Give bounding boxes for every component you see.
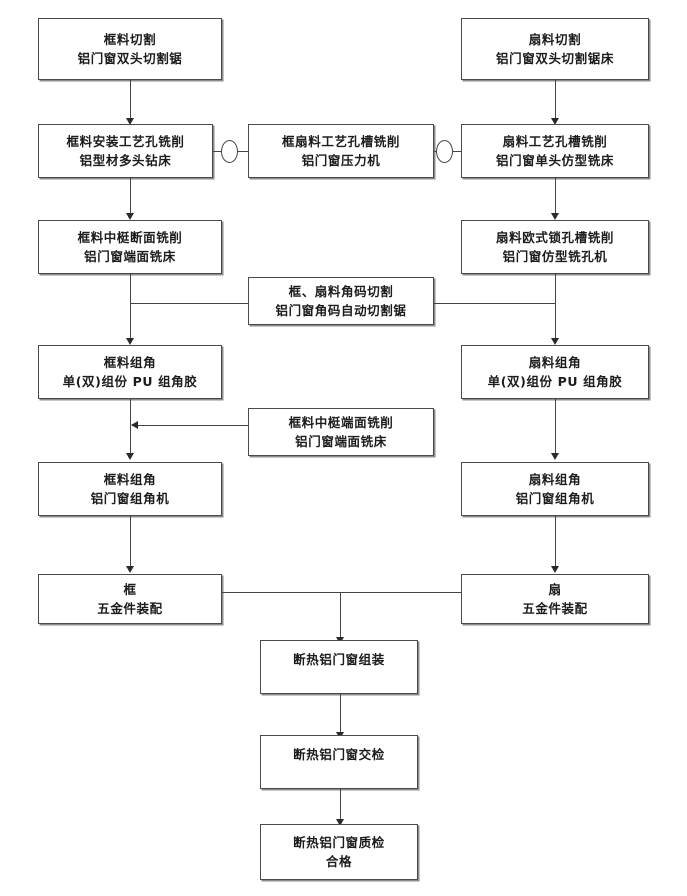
node-sash-hardware[interactable]: 扇 五金件装配 [461, 574, 649, 624]
node-line-2: 铝门窗组角机 [90, 491, 170, 506]
edge-hardware-merge-bus [222, 592, 461, 593]
node-line-1: 扇料组角 [528, 471, 582, 487]
edge-hole-slot-to-euro-lock [555, 178, 556, 216]
arrowhead-down [336, 819, 344, 826]
node-line-2: 铝门窗压力机 [301, 153, 381, 168]
node-line-1: 断热铝门窗交检 [293, 747, 385, 762]
node-line-2: 五金件装配 [522, 601, 588, 616]
node-line-1: 扇料欧式锁孔槽铣削 [496, 229, 614, 245]
node-frame-corner-machine[interactable]: 框料组角 铝门窗组角机 [38, 462, 222, 516]
edge-mullion-face-down [130, 274, 131, 304]
edge-mullion-end-mill-to-trunk [132, 425, 248, 426]
node-line-1: 框料切割 [103, 31, 157, 47]
node-line-2: 铝门窗仿型铣孔机 [502, 249, 608, 264]
node-line-1: 断热铝门窗质检 [293, 834, 385, 850]
node-frame-mullion-end-mill[interactable]: 框料中梃端面铣削 铝门窗端面铣床 [248, 408, 434, 456]
arrowhead-down [551, 453, 559, 460]
edge-bus-to-frame-corner-glue [130, 303, 131, 341]
node-line-1: 框料组角 [103, 354, 157, 370]
node-line-2: 铝门窗端面铣床 [84, 249, 176, 264]
node-sash-cut[interactable]: 扇料切割 铝门窗双头切割锯床 [461, 18, 649, 80]
right-circle-connector[interactable] [436, 140, 453, 163]
arrowhead-down [126, 338, 134, 345]
node-frame-corner-glue[interactable]: 框料组角 单(双)组份 PU 组角胶 [38, 345, 222, 399]
arrowhead-down [551, 338, 559, 345]
node-line-1: 扇料切割 [528, 31, 582, 47]
node-line-2: 铝门窗单头仿型铣床 [496, 153, 614, 168]
edge-sash-corner-glue-to-corner-machine [555, 399, 556, 456]
edge-assembly-hole-to-mullion-face [130, 178, 131, 216]
edge-merge-to-assembly [340, 592, 341, 640]
node-line-2: 铝门窗双头切割锯 [77, 51, 183, 66]
node-line-1: 框、扇料角码切割 [288, 283, 394, 299]
arrowhead-down [126, 213, 134, 220]
node-frame-cut[interactable]: 框料切割 铝门窗双头切割锯 [38, 18, 222, 80]
node-line-2: 铝门窗角码自动切割锯 [275, 303, 407, 318]
edge-inspection-to-quality-pass [340, 789, 341, 822]
node-inspection-handover[interactable]: 断热铝门窗交检 [260, 735, 418, 789]
edge-bus-right [434, 303, 556, 304]
node-line-2: 五金件装配 [97, 601, 163, 616]
node-line-2: 铝型材多头钻床 [79, 153, 172, 168]
arrowhead-down [126, 118, 134, 125]
node-line-1: 框料安装工艺孔铣削 [66, 133, 185, 149]
edge-sash-cut-to-hole-slot [555, 80, 556, 120]
node-line-1: 框料中梃端面铣削 [288, 414, 394, 430]
node-line-1: 框扇料工艺孔槽铣削 [282, 133, 400, 149]
node-assembly[interactable]: 断热铝门窗组装 [260, 640, 418, 694]
node-sash-hole-slot[interactable]: 扇料工艺孔槽铣削 铝门窗单头仿型铣床 [461, 124, 649, 178]
node-line-2: 单(双)组份 PU 组角胶 [62, 374, 198, 389]
arrowhead-down [551, 118, 559, 125]
arrowhead-down [551, 566, 559, 573]
node-line-2: 铝门窗端面铣床 [295, 434, 387, 449]
edge-bus-to-sash-corner-glue [555, 303, 556, 341]
edge-assembly-to-inspection [340, 694, 341, 735]
edge-frame-corner-machine-to-hardware [130, 516, 131, 568]
node-line-1: 扇料工艺孔槽铣削 [502, 133, 608, 149]
node-sash-corner-glue[interactable]: 扇料组角 单(双)组份 PU 组角胶 [461, 345, 649, 399]
edge-frame-cut-to-assembly-hole [130, 80, 131, 120]
edge-sash-corner-machine-to-hardware [555, 516, 556, 568]
node-corner-code-cut[interactable]: 框、扇料角码切割 铝门窗角码自动切割锯 [248, 277, 434, 325]
node-line-1: 框 [123, 581, 137, 597]
left-circle-connector[interactable] [221, 140, 238, 163]
arrowhead-down [126, 566, 134, 573]
node-line-1: 扇 [548, 581, 562, 597]
node-frame-assembly-hole[interactable]: 框料安装工艺孔铣削 铝型材多头钻床 [38, 124, 213, 178]
node-line-1: 框料组角 [103, 471, 157, 487]
node-frame-mullion-face[interactable]: 框料中梃断面铣削 铝门窗端面铣床 [38, 220, 222, 274]
node-line-2: 铝门窗组角机 [515, 491, 595, 506]
node-line-1: 框料中梃断面铣削 [77, 229, 183, 245]
node-frame-hardware[interactable]: 框 五金件装配 [38, 574, 222, 624]
node-line-1: 断热铝门窗组装 [293, 652, 385, 667]
node-line-2: 铝门窗双头切割锯床 [496, 51, 614, 66]
arrowhead-down [551, 213, 559, 220]
edge-bus-left [130, 303, 248, 304]
node-line-2: 单(双)组份 PU 组角胶 [487, 374, 623, 389]
edge-frame-corner-glue-to-corner-machine [130, 399, 131, 456]
node-quality-pass[interactable]: 断热铝门窗质检 合格 [260, 824, 418, 880]
node-line-2: 合格 [325, 854, 353, 869]
node-sash-euro-lock[interactable]: 扇料欧式锁孔槽铣削 铝门窗仿型铣孔机 [461, 220, 649, 274]
arrowhead-down [126, 453, 134, 460]
edge-euro-lock-down [555, 274, 556, 304]
arrowhead-left [131, 421, 138, 429]
node-line-1: 扇料组角 [528, 354, 582, 370]
node-sash-corner-machine[interactable]: 扇料组角 铝门窗组角机 [461, 462, 649, 516]
node-mid-press[interactable]: 框扇料工艺孔槽铣削 铝门窗压力机 [248, 124, 434, 178]
